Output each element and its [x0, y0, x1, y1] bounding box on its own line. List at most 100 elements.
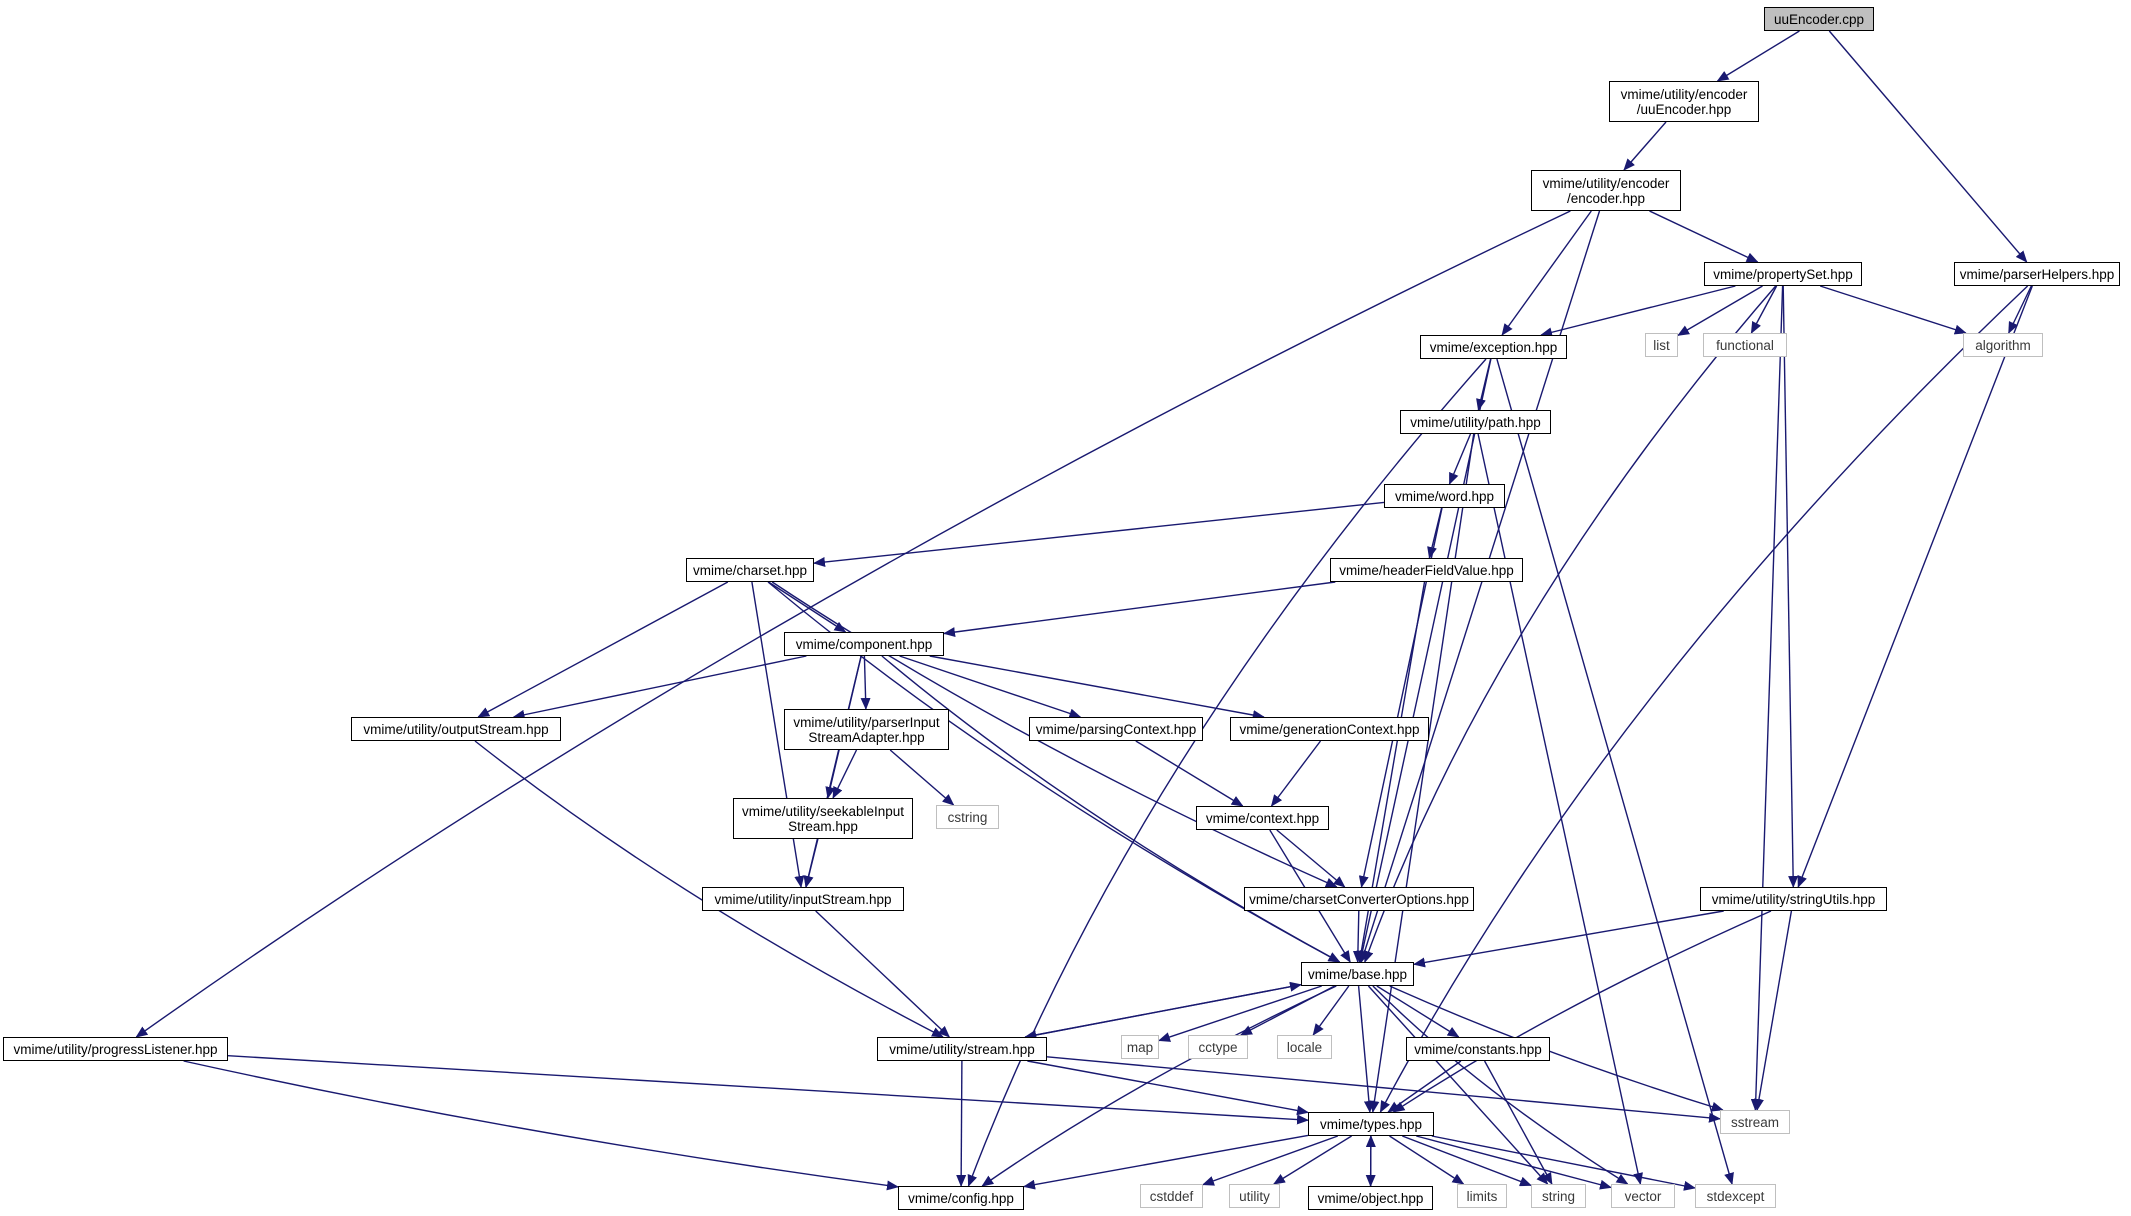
edge-stream-to-sstream: [1046, 1056, 1721, 1123]
graph-node-config[interactable]: vmime/config.hpp: [898, 1186, 1024, 1210]
graph-node-algorithm: algorithm: [1963, 333, 2043, 357]
edge-propertyset-to-list: [1677, 285, 1763, 337]
edge-propertyset-to-base: [1363, 285, 1777, 963]
edge-exception-to-stdexcept: [1496, 358, 1734, 1185]
edge-uuencoder-hpp-to-encoder-hpp: [1623, 121, 1667, 171]
edge-path-to-word: [1448, 433, 1472, 485]
edge-component-to-base: [881, 655, 1341, 963]
graph-node-parsingcontext[interactable]: vmime/parsingContext.hpp: [1029, 717, 1203, 741]
edge-seekableinputstream-to-inputstream: [803, 838, 819, 888]
graph-node-propertyset[interactable]: vmime/propertySet.hpp: [1704, 262, 1862, 286]
edge-stream-to-types: [1027, 1060, 1309, 1116]
graph-node-path[interactable]: vmime/utility/path.hpp: [1400, 410, 1551, 434]
edge-progresslistener-to-config: [183, 1060, 899, 1191]
edge-base-to-constants: [1376, 985, 1460, 1038]
edge-stringutils-to-types: [1392, 910, 1772, 1113]
edge-path-to-types: [1369, 433, 1475, 1113]
edge-component-to-generationcontext: [929, 655, 1265, 720]
graph-node-context[interactable]: vmime/context.hpp: [1196, 806, 1329, 830]
graph-node-functional: functional: [1703, 333, 1787, 357]
edge-encoder-hpp-to-propertyset: [1649, 210, 1759, 263]
edge-types-to-utility: [1273, 1135, 1352, 1185]
graph-node-parserinputstreamadapter[interactable]: vmime/utility/parserInput StreamAdapter.…: [784, 709, 949, 750]
edge-parserhelpers-to-algorithm: [2008, 285, 2032, 334]
graph-node-encoder-hpp[interactable]: vmime/utility/encoder /encoder.hpp: [1531, 170, 1681, 211]
edge-headerfieldvalue-to-base: [1356, 581, 1426, 963]
graph-node-base[interactable]: vmime/base.hpp: [1301, 962, 1414, 986]
graph-node-seekableinputstream[interactable]: vmime/utility/seekableInput Stream.hpp: [733, 798, 913, 839]
edge-base-to-map: [1158, 985, 1322, 1042]
edge-base-to-types: [1357, 985, 1374, 1113]
graph-node-utility: utility: [1229, 1184, 1280, 1208]
edge-stream-to-config: [956, 1060, 967, 1187]
graph-node-vector: vector: [1611, 1184, 1675, 1208]
edge-parserinputstreamadapter-to-seekableinputstream: [832, 749, 858, 799]
graph-node-limits: limits: [1457, 1184, 1507, 1208]
graph-node-object[interactable]: vmime/object.hpp: [1308, 1186, 1433, 1210]
edge-propertyset-to-stringutils: [1782, 285, 1799, 888]
graph-node-generationcontext[interactable]: vmime/generationContext.hpp: [1230, 717, 1429, 741]
edge-base-to-locale: [1312, 985, 1350, 1036]
graph-node-uuencoder-hpp[interactable]: vmime/utility/encoder /uuEncoder.hpp: [1609, 81, 1759, 122]
graph-node-parserhelpers[interactable]: vmime/parserHelpers.hpp: [1954, 262, 2120, 286]
edge-context-to-charsetconverteroptions: [1276, 829, 1346, 888]
graph-node-sstream: sstream: [1720, 1110, 1790, 1134]
graph-node-charsetconverteroptions[interactable]: vmime/charsetConverterOptions.hpp: [1244, 887, 1474, 911]
graph-node-word[interactable]: vmime/word.hpp: [1384, 484, 1505, 508]
graph-node-cctype: cctype: [1188, 1035, 1248, 1059]
edge-types-to-config: [1023, 1134, 1309, 1190]
edge-word-to-charset: [813, 501, 1385, 568]
graph-node-stream[interactable]: vmime/utility/stream.hpp: [877, 1037, 1047, 1061]
edge-propertyset-to-exception: [1540, 285, 1736, 338]
edge-propertyset-to-algorithm: [1819, 285, 1967, 335]
graph-node-types[interactable]: vmime/types.hpp: [1308, 1112, 1434, 1136]
edge-types-to-cstddef: [1202, 1135, 1339, 1186]
edge-stream-to-base: [1025, 981, 1302, 1038]
edge-base-to-string: [1367, 985, 1549, 1185]
graph-node-string: string: [1531, 1184, 1586, 1208]
edge-types-to-stdexcept: [1431, 1135, 1696, 1191]
graph-node-list: list: [1645, 333, 1678, 357]
graph-node-map: map: [1121, 1035, 1159, 1059]
edge-constants-to-types: [1387, 1060, 1462, 1113]
edge-component-to-parserinputstreamadapter: [860, 655, 871, 710]
edge-types-to-vector: [1416, 1135, 1612, 1190]
graph-node-cstring: cstring: [936, 805, 999, 829]
edge-parserinputstreamadapter-to-cstring: [889, 749, 955, 806]
edge-types-to-limits: [1389, 1135, 1465, 1185]
graph-node-component[interactable]: vmime/component.hpp: [784, 632, 944, 656]
edge-stringutils-to-base: [1413, 910, 1724, 968]
edge-stringutils-to-sstream: [1754, 910, 1793, 1111]
graph-node-locale: locale: [1277, 1035, 1332, 1059]
graph-node-stringutils[interactable]: vmime/utility/stringUtils.hpp: [1700, 887, 1887, 911]
edge-charsetconverteroptions-to-base: [1352, 910, 1363, 963]
edge-encoder-hpp-to-exception: [1501, 210, 1592, 336]
edge-uuencoder-cpp-to-uuencoder-hpp: [1716, 30, 1800, 82]
edge-parserhelpers-to-stringutils: [1797, 285, 2033, 888]
graph-node-inputstream[interactable]: vmime/utility/inputStream.hpp: [702, 887, 904, 911]
edge-exception-to-config: [967, 358, 1487, 1187]
edge-base-to-vector: [1372, 985, 1629, 1185]
edge-encoder-hpp-to-progresslistener: [135, 210, 1571, 1038]
edge-headerfieldvalue-to-component: [943, 581, 1336, 638]
graph-node-uuencoder-cpp[interactable]: uuEncoder.cpp: [1764, 7, 1874, 31]
graph-node-outputstream[interactable]: vmime/utility/outputStream.hpp: [351, 717, 561, 741]
edge-parsingcontext-to-context: [1135, 740, 1244, 807]
edge-charset-to-outputstream: [477, 581, 729, 718]
edge-parserhelpers-to-types: [1379, 285, 2029, 1113]
graph-node-stdexcept: stdexcept: [1695, 1184, 1776, 1208]
edge-propertyset-to-sstream: [1750, 285, 1784, 1111]
graph-node-charset[interactable]: vmime/charset.hpp: [686, 558, 814, 582]
edge-generationcontext-to-context: [1270, 740, 1322, 807]
edge-component-to-outputstream: [512, 655, 807, 720]
edge-charset-to-component: [768, 581, 847, 633]
graph-node-constants[interactable]: vmime/constants.hpp: [1406, 1037, 1550, 1061]
edge-types-to-string: [1402, 1135, 1532, 1187]
edge-component-to-parsingcontext: [899, 655, 1082, 719]
graph-node-headerfieldvalue[interactable]: vmime/headerFieldValue.hpp: [1330, 558, 1523, 582]
edge-constants-to-string: [1483, 1060, 1553, 1185]
graph-node-progresslistener[interactable]: vmime/utility/progressListener.hpp: [3, 1037, 228, 1061]
graph-node-exception[interactable]: vmime/exception.hpp: [1420, 335, 1567, 359]
